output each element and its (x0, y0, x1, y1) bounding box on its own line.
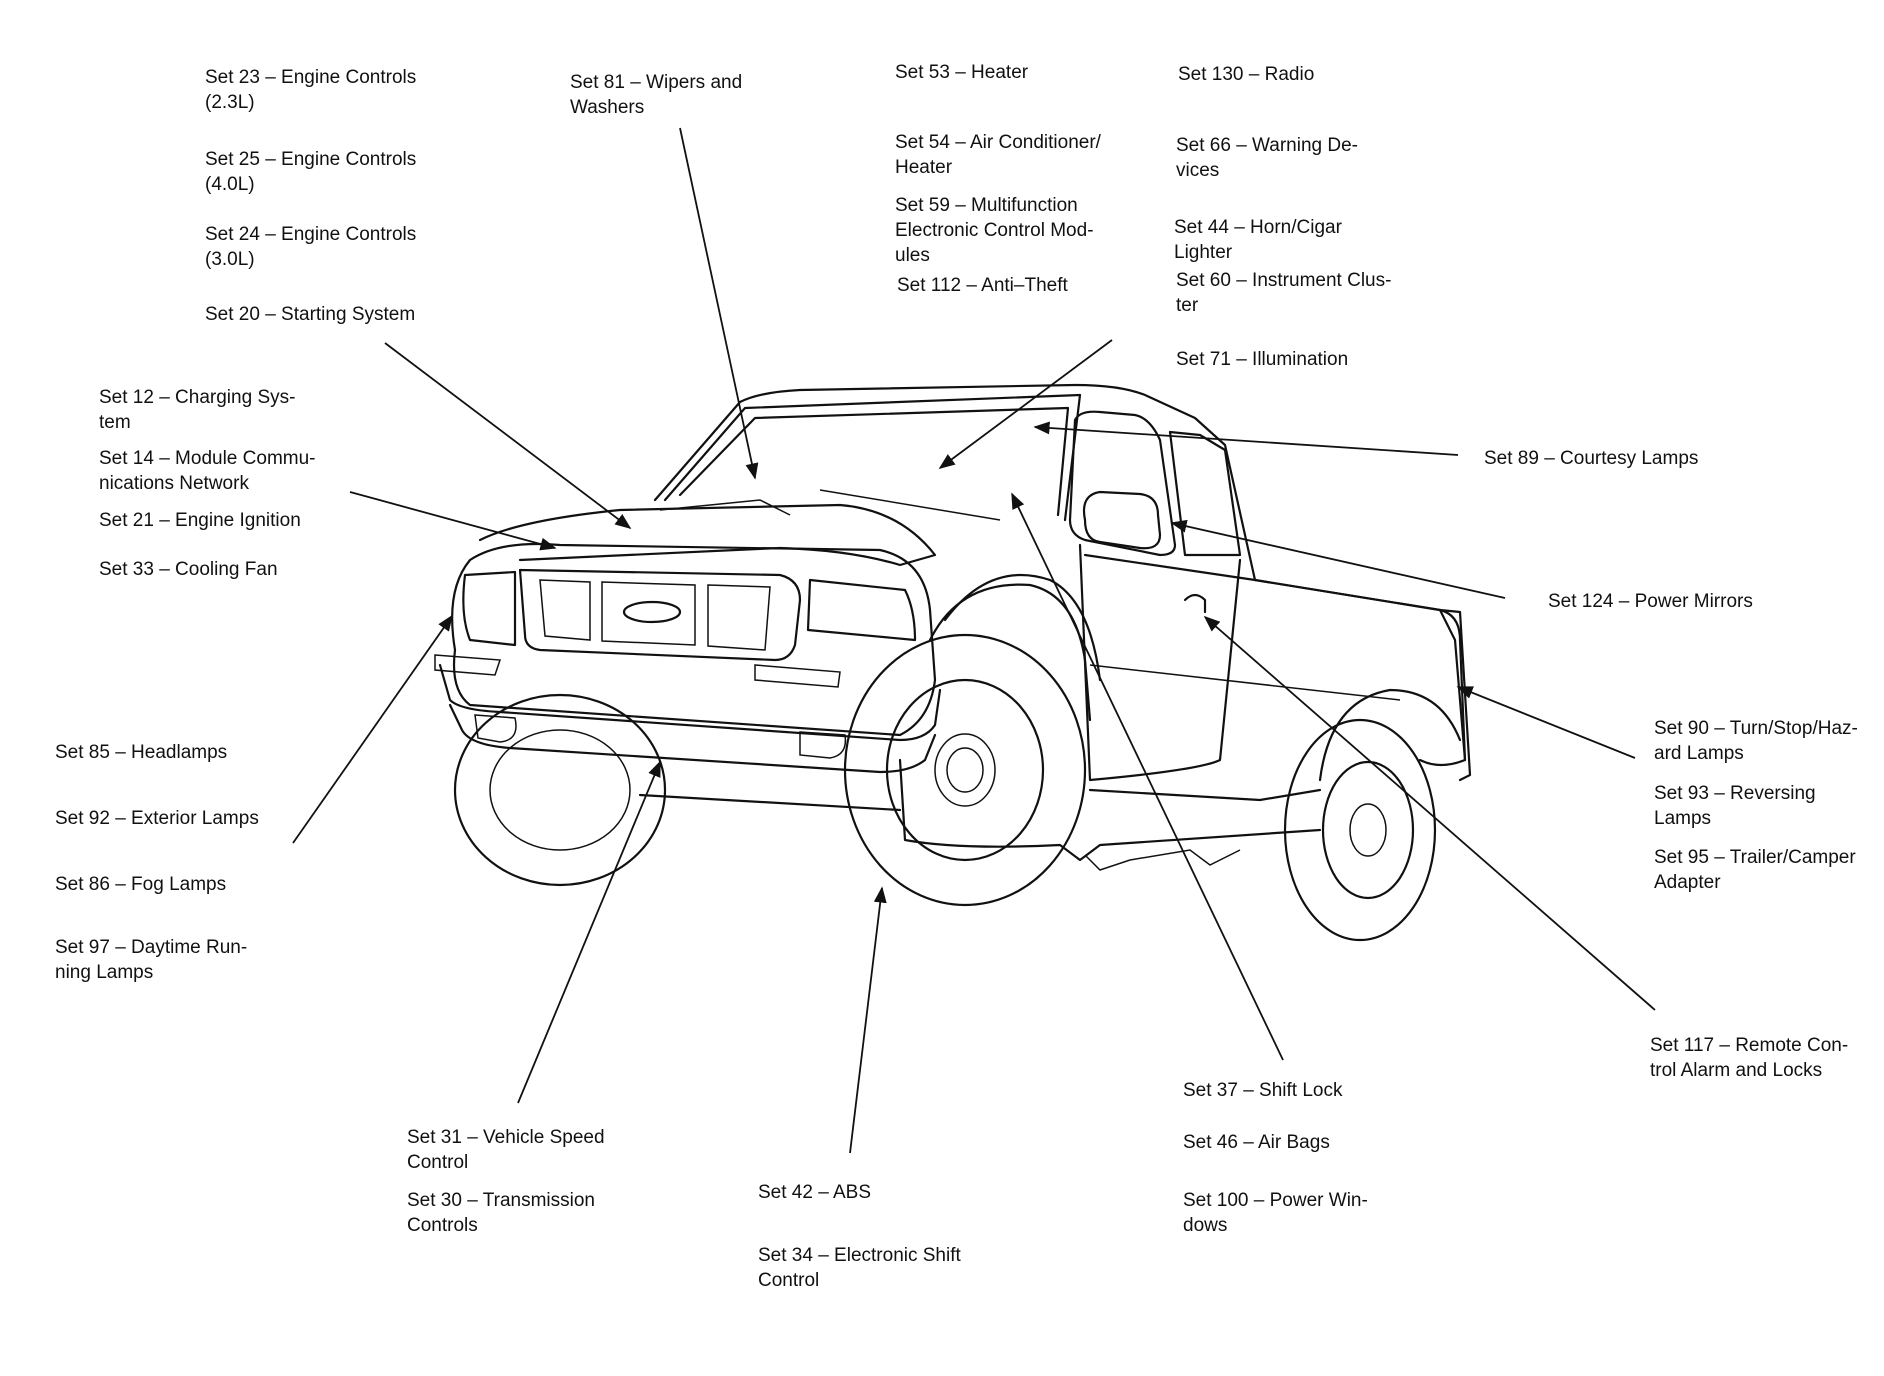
leader-set31 (517, 760, 661, 1104)
label-set23: Set 23 – Engine Controls(2.3L) (205, 67, 417, 113)
front-fender-flare (943, 573, 1102, 682)
label-set86: Set 86 – Fog Lamps (55, 874, 227, 895)
bumper-slot-right (754, 664, 841, 688)
label-set46: Set 46 – Air Bags (1183, 1132, 1330, 1153)
hood (478, 503, 937, 567)
label-set90: Set 90 – Turn/Stop/Haz-ard Lamps (1654, 718, 1858, 764)
leader-set112 (938, 339, 1113, 469)
hood-crease (819, 489, 1001, 521)
label-set21: Set 21 – Engine Ignition (99, 510, 301, 531)
leader-set85 (292, 614, 453, 844)
label-set97: Set 97 – Daytime Run-ning Lamps (55, 937, 248, 983)
frame-rail (1084, 849, 1241, 871)
grille-right (707, 584, 771, 651)
wiper (659, 499, 791, 516)
pickup-truck-illustration (434, 383, 1472, 942)
label-set53: Set 53 – Heater (895, 62, 1029, 83)
label-set100: Set 100 – Power Win-dows (1183, 1190, 1368, 1236)
label-set60: Set 60 – Instrument Clus-ter (1176, 270, 1392, 316)
label-set12: Set 12 – Charging Sys-tem (99, 387, 296, 433)
fog-lamp-right (799, 731, 847, 759)
label-set24: Set 24 – Engine Controls(3.0L) (205, 224, 417, 270)
cab-door (1078, 543, 1242, 782)
grille-left (539, 579, 591, 641)
label-set71: Set 71 – Illumination (1176, 349, 1349, 370)
front-right-hub-cap (946, 747, 984, 793)
rear-cab-window (1168, 430, 1242, 557)
door-handle (1183, 593, 1207, 614)
label-set54: Set 54 – Air Conditioner/Heater (895, 132, 1101, 178)
label-set117: Set 117 – Remote Con-trol Alarm and Lock… (1650, 1035, 1849, 1081)
label-set37: Set 37 – Shift Lock (1183, 1080, 1343, 1101)
label-set33: Set 33 – Cooling Fan (99, 559, 278, 580)
rear-fender (1318, 688, 1462, 782)
body-crease (1089, 664, 1401, 701)
ford-oval-emblem (622, 600, 682, 624)
leader-set117 (1203, 615, 1656, 1011)
bed-side (1253, 578, 1467, 767)
leader-set37 (1011, 492, 1284, 1061)
label-set130: Set 130 – Radio (1178, 64, 1315, 85)
body-side (1083, 553, 1467, 762)
label-set124: Set 124 – Power Mirrors (1548, 591, 1753, 612)
axle-front (638, 793, 902, 812)
label-set92: Set 92 – Exterior Lamps (55, 808, 259, 829)
side-mirror (1082, 490, 1162, 550)
door-window (1068, 410, 1177, 557)
leader-set89 (1033, 421, 1459, 456)
front-right-hub (934, 733, 996, 807)
rocker-panel (1088, 788, 1322, 802)
left-headlamp (462, 570, 517, 647)
leader-set90 (1456, 686, 1636, 759)
label-set112: Set 112 – Anti–Theft (897, 275, 1068, 296)
front-bumper (438, 663, 942, 742)
label-set89: Set 89 – Courtesy Lamps (1484, 448, 1699, 469)
label-set14: Set 14 – Module Commu-nications Network (99, 448, 316, 494)
rear-tire (1283, 718, 1437, 942)
windshield-inner (678, 406, 1070, 517)
cab-roof (653, 383, 1257, 582)
leader-set33 (349, 491, 557, 551)
label-set20: Set 20 – Starting System (205, 304, 416, 325)
rear-hub (1349, 803, 1387, 857)
leader-set20 (384, 342, 632, 529)
front-right-rim (885, 678, 1045, 862)
leader-set81 (679, 127, 759, 480)
label-set25: Set 25 – Engine Controls(4.0L) (205, 149, 417, 195)
fog-lamp-left (474, 714, 517, 743)
leader-set124 (1170, 519, 1506, 599)
leader-set42 (849, 886, 887, 1154)
leader-lines (292, 127, 1656, 1154)
label-set85: Set 85 – Headlamps (55, 742, 228, 763)
undercarriage (898, 758, 1322, 862)
front-right-tire (843, 633, 1087, 907)
grille-center (601, 581, 696, 646)
front-fascia (451, 542, 937, 737)
front-left-tire (453, 693, 667, 887)
grille (518, 568, 802, 662)
lower-bumper (448, 703, 937, 774)
right-headlamp (806, 578, 917, 642)
rear-rim (1321, 760, 1415, 900)
front-left-rim (489, 729, 631, 851)
label-set66: Set 66 – Warning De-vices (1176, 135, 1358, 181)
bumper-slot-left (434, 654, 502, 676)
label-set42: Set 42 – ABS (758, 1182, 872, 1203)
